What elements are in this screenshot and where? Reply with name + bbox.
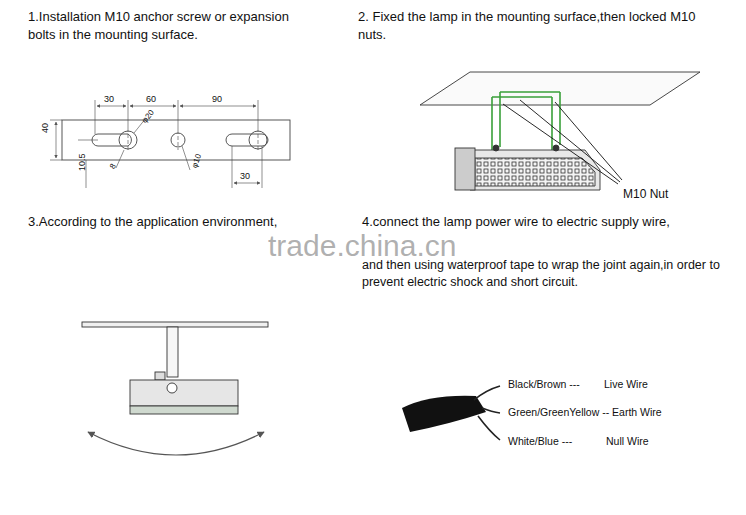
cable-sheath [402, 396, 486, 432]
wire-label: Null Wire [606, 434, 649, 448]
step-text: 2. Fixed the lamp in the mounting surfac… [358, 8, 698, 43]
dimension: 60 [146, 93, 156, 105]
dimension: 30 [104, 93, 114, 105]
wire-label: Black/Brown --- [508, 377, 580, 391]
ceiling-lamp-illustration [420, 72, 700, 190]
lamp-fins [475, 158, 595, 186]
wire-label: Green/GreenYellow -- Earth Wire [508, 405, 662, 419]
lamp-side [455, 148, 475, 190]
mounting-arm [167, 327, 178, 377]
step-text: 3.According to the application environme… [28, 213, 277, 231]
wires [474, 386, 500, 440]
wire-label: White/Blue --- [508, 434, 572, 448]
cable-illustration [402, 386, 500, 440]
wire-label: Live Wire [604, 377, 648, 391]
mounting-bracket [492, 92, 560, 150]
leader-lines [503, 100, 622, 184]
slot-right [226, 134, 268, 146]
step-text: and then using waterproof tape to wrap t… [362, 257, 724, 291]
dimension-lines [50, 100, 262, 188]
step-text: 1.Installation M10 anchor screw or expan… [28, 8, 303, 43]
bracket-drawing [50, 100, 290, 188]
swivel-lamp-illustration [82, 322, 268, 455]
lamp-housing [470, 150, 600, 190]
lamp-lens [130, 406, 238, 414]
dimension: φ20 [140, 108, 157, 126]
mounting-surface [82, 322, 268, 327]
dimension: 90 [212, 93, 222, 105]
bracket-outline [62, 120, 290, 160]
dimension: φ10 [190, 153, 205, 170]
dimension: 40 [39, 123, 51, 133]
dimension: 30 [240, 170, 250, 182]
step-text: 4.connect the lamp power wire to electri… [362, 213, 670, 231]
part-label: M10 Nut [623, 186, 668, 202]
lamp-body [130, 380, 238, 406]
dimension: 10.5 [76, 153, 88, 171]
rotation-arrow [88, 432, 264, 455]
watermark: trade.china.cn [268, 226, 456, 267]
